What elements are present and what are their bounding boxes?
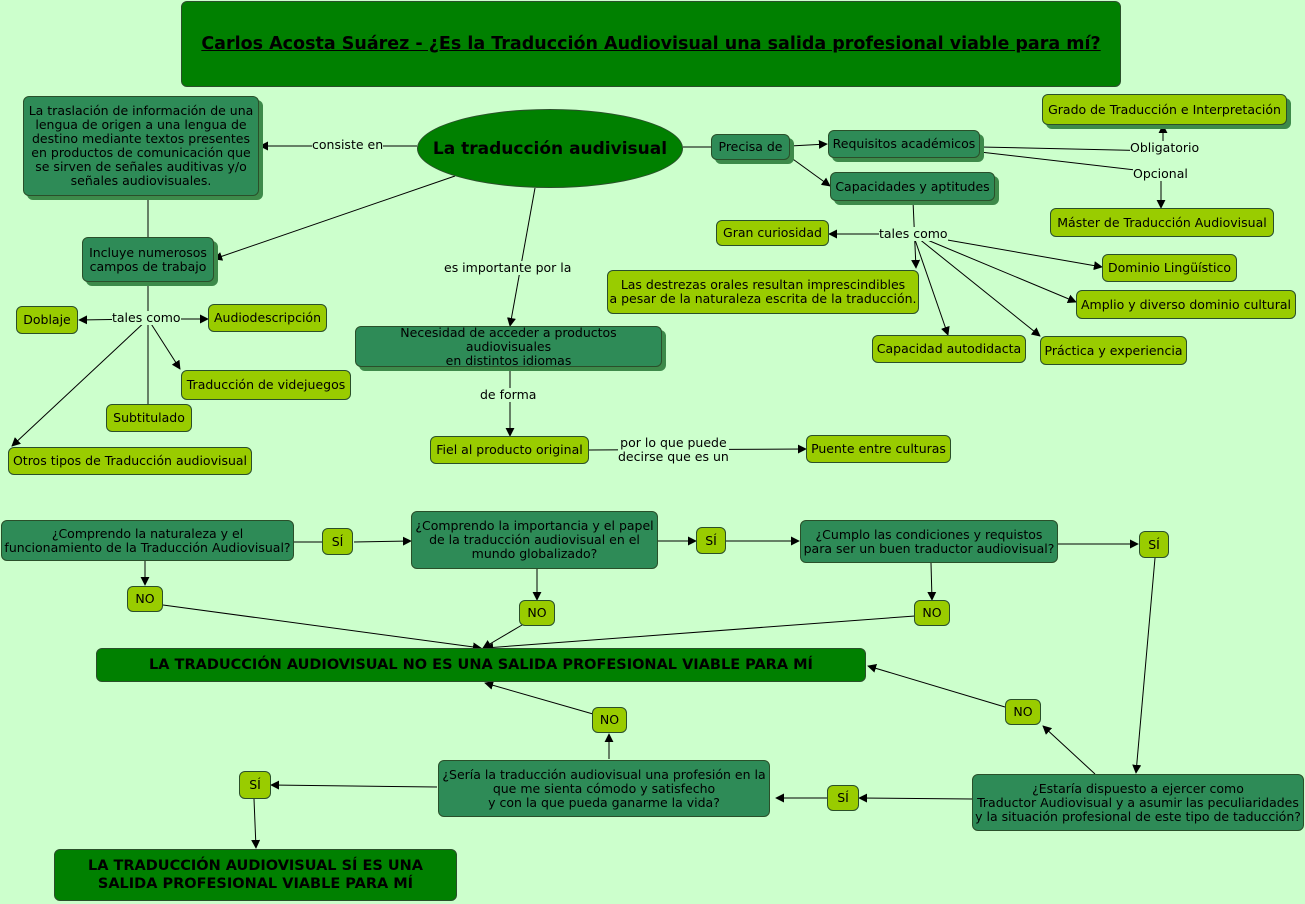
question-2[interactable]: ¿Comprendo la importancia y el papel de … <box>411 511 658 569</box>
link-por-lo-que-puede: por lo que puede decirse que es un <box>618 435 729 464</box>
link-de-forma: de forma <box>480 387 537 402</box>
grado-node[interactable]: Grado de Traducción e Interpretación <box>1042 94 1287 125</box>
question-3[interactable]: ¿Cumplo las condiciones y requistos para… <box>800 520 1058 563</box>
yes-badge-5[interactable]: SÍ <box>239 771 271 799</box>
dominio-linguistico-node[interactable]: Dominio Lingüístico <box>1102 254 1237 282</box>
destrezas-orales-node[interactable]: Las destrezas orales resultan imprescind… <box>607 270 919 314</box>
link-consiste-en: consiste en <box>312 137 384 152</box>
central-concept[interactable]: La traducción audivisual <box>417 109 683 188</box>
audiodescripcion-node[interactable]: Audiodescripción <box>208 304 327 332</box>
yes-badge-4[interactable]: SÍ <box>827 785 859 811</box>
precisa-de-node[interactable]: Precisa de <box>711 134 790 160</box>
necesidad-node[interactable]: Necesidad de acceder a productos audiovi… <box>355 325 662 367</box>
includes-fields-node[interactable]: Incluye numerosos campos de trabajo <box>82 237 214 282</box>
puente-culturas-node[interactable]: Puente entre culturas <box>806 435 951 463</box>
capacidades-node[interactable]: Capacidades y aptitudes <box>830 172 995 201</box>
no-badge-3[interactable]: NO <box>914 600 950 626</box>
videojuegos-node[interactable]: Traducción de videjuegos <box>181 370 351 400</box>
subtitulado-node[interactable]: Subtitulado <box>106 404 192 432</box>
page-title: Carlos Acosta Suárez - ¿Es la Traducción… <box>181 1 1121 87</box>
dominio-cultural-node[interactable]: Amplio y diverso dominio cultural <box>1076 290 1296 319</box>
question-4[interactable]: ¿Estaría dispuesto a ejercer como Traduc… <box>972 774 1304 831</box>
definition-node[interactable]: La traslación de información de una leng… <box>23 96 259 196</box>
yes-badge-2[interactable]: SÍ <box>696 527 726 554</box>
yes-badge-1[interactable]: SÍ <box>322 528 353 555</box>
question-5[interactable]: ¿Sería la traducción audiovisual una pro… <box>438 760 770 817</box>
doblaje-node[interactable]: Doblaje <box>16 306 78 334</box>
requisitos-node[interactable]: Requisitos académicos <box>828 130 980 158</box>
curiosidad-node[interactable]: Gran curiosidad <box>716 220 829 246</box>
master-node[interactable]: Máster de Traducción Audiovisual <box>1050 208 1274 237</box>
verdict-viable[interactable]: LA TRADUCCIÓN AUDIOVISUAL SÍ ES UNA SALI… <box>54 849 457 901</box>
autodidacta-node[interactable]: Capacidad autodidacta <box>872 335 1026 363</box>
practica-node[interactable]: Práctica y experiencia <box>1040 336 1187 365</box>
link-tales-como-capacidades: tales como <box>879 226 948 241</box>
link-opcional: Opcional <box>1133 166 1188 181</box>
no-badge-1[interactable]: NO <box>127 586 163 612</box>
no-badge-2[interactable]: NO <box>519 600 555 626</box>
link-obligatorio: Obligatorio <box>1130 140 1200 155</box>
question-1[interactable]: ¿Comprendo la naturaleza y el funcionami… <box>1 520 294 561</box>
yes-badge-3[interactable]: SÍ <box>1139 531 1169 558</box>
otros-tipos-node[interactable]: Otros tipos de Traducción audiovisual <box>8 447 252 475</box>
fiel-node[interactable]: Fiel al producto original <box>430 436 589 464</box>
verdict-not-viable[interactable]: LA TRADUCCIÓN AUDIOVISUAL NO ES UNA SALI… <box>96 648 866 682</box>
link-es-importante: es importante por la <box>444 260 572 275</box>
no-badge-5[interactable]: NO <box>592 707 627 733</box>
link-tales-como-campos: tales como <box>112 310 181 325</box>
no-badge-4[interactable]: NO <box>1005 699 1041 725</box>
